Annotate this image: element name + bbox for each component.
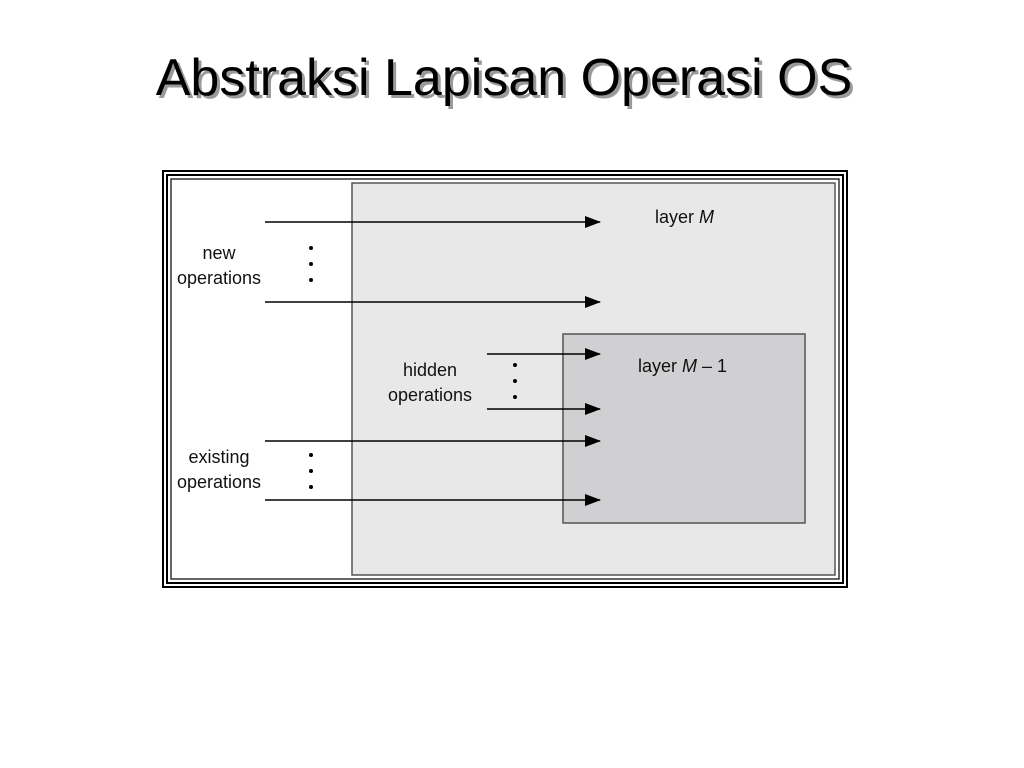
new-operations-label-line2: operations — [177, 268, 261, 288]
hidden-operations-label-line1: hidden — [403, 360, 457, 380]
existing-operations-label-line1: existing — [188, 447, 249, 467]
new-operations-label-line1: new — [202, 243, 236, 263]
slide-title: Abstraksi Lapisan Operasi OS — [155, 49, 853, 107]
layer-m-label: layer M — [655, 207, 714, 227]
layer-m-minus-1-label: layer M – 1 — [638, 356, 727, 376]
hidden-operations-ellipsis — [513, 363, 517, 399]
existing-operations-label-line2: operations — [177, 472, 261, 492]
frame-middle-border — [166, 174, 844, 584]
existing-operations-ellipsis — [309, 453, 313, 489]
hidden-operations-label-line2: operations — [388, 385, 472, 405]
new-operations-ellipsis — [309, 246, 313, 282]
layer-m-minus-1-box — [562, 333, 806, 524]
frame-inner-border — [170, 178, 840, 580]
